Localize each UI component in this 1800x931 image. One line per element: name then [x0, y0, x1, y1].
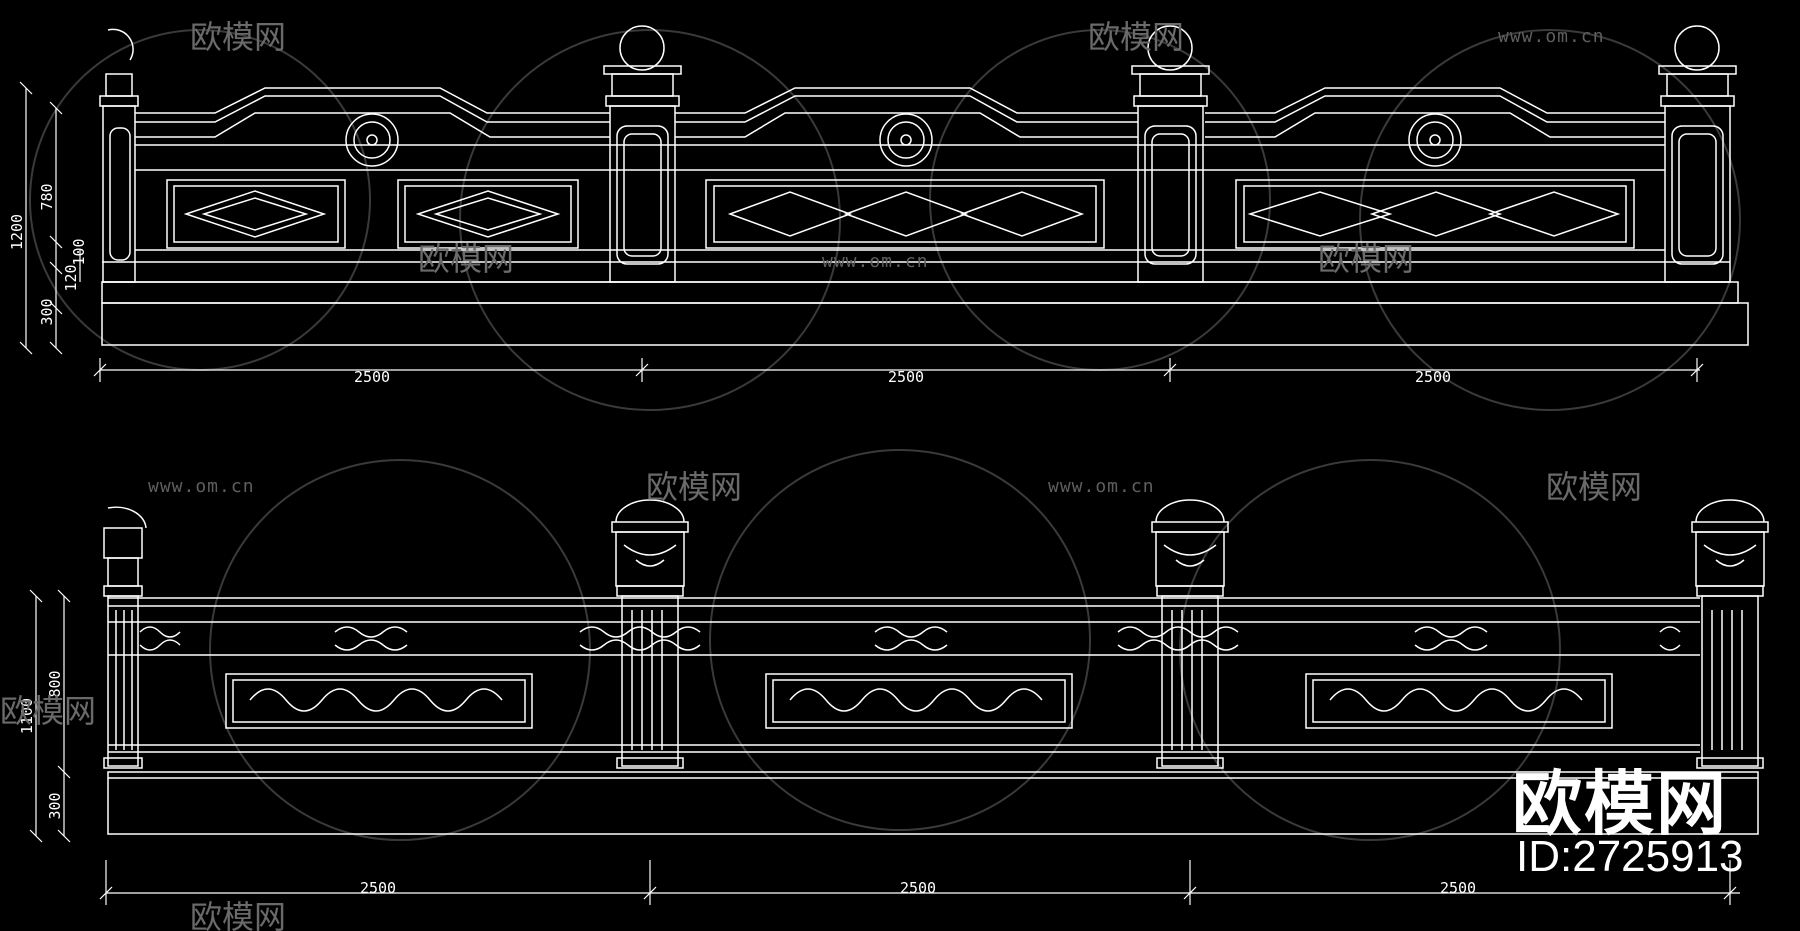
- watermark-brand: 欧模网: [190, 18, 286, 56]
- top-dimensions: [19, 81, 1704, 382]
- watermark-url: www.om.cn: [1498, 26, 1605, 47]
- brand-logo-text: 欧模网: [1512, 763, 1728, 845]
- watermark-brand: 欧模网: [1088, 18, 1184, 56]
- dim-top-small-b: 100: [70, 238, 88, 265]
- watermarks: 欧模网 欧模网 www.om.cn 欧模网 www.om.cn 欧模网 www.…: [0, 18, 1642, 931]
- dim-top-span-1: 2500: [354, 368, 390, 386]
- dim-top-upper: 780: [38, 183, 56, 210]
- rail-ornaments: [139, 626, 1681, 651]
- dim-bottom-base: 300: [46, 792, 64, 819]
- watermark-brand: 欧模网: [1318, 240, 1414, 278]
- watermark-brand: 欧模网: [646, 468, 742, 506]
- dim-bottom-span-3: 2500: [1440, 879, 1476, 897]
- dim-bottom-upper: 800: [46, 670, 64, 697]
- top-railing: [99, 25, 1749, 346]
- rosette: [879, 113, 933, 167]
- dim-top-span-3: 2500: [1415, 368, 1451, 386]
- column: [611, 499, 689, 769]
- column: [103, 527, 143, 769]
- dim-top-span-2: 2500: [888, 368, 924, 386]
- dim-top-total: 1200: [8, 214, 26, 250]
- column: [1691, 499, 1769, 769]
- bottom-railing: [103, 499, 1769, 835]
- bottom-dimensions: [29, 589, 1740, 905]
- column: [1151, 499, 1229, 769]
- watermark-url: www.om.cn: [148, 476, 255, 497]
- watermark-brand: 欧模网: [190, 898, 286, 931]
- rosette: [345, 113, 399, 167]
- watermark-circles: [29, 29, 1741, 841]
- dim-top-base: 300: [38, 298, 56, 325]
- watermark-brand: 欧模网: [0, 692, 96, 730]
- dim-top-small-a: 120: [62, 264, 80, 291]
- watermark-url: www.om.cn: [822, 251, 929, 272]
- post: [603, 25, 682, 283]
- post: [1131, 25, 1210, 283]
- post: [1658, 25, 1737, 283]
- rosette: [1408, 113, 1462, 167]
- watermark-brand: 欧模网: [418, 240, 514, 278]
- asset-id-label: ID:2725913: [1516, 832, 1744, 881]
- post: [99, 73, 139, 283]
- watermark-brand: 欧模网: [1546, 468, 1642, 506]
- watermark-url: www.om.cn: [1048, 476, 1155, 497]
- dim-bottom-span-1: 2500: [360, 879, 396, 897]
- dim-bottom-span-2: 2500: [900, 879, 936, 897]
- dim-bottom-total: 1100: [18, 698, 36, 734]
